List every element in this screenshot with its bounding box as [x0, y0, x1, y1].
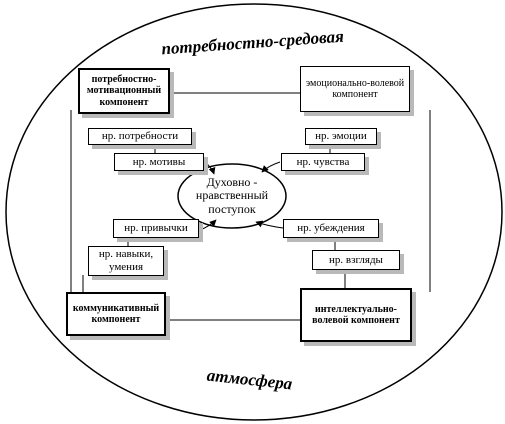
emotions-label: нр. эмоции [315, 130, 367, 143]
motives-label: нр. мотивы [132, 155, 186, 168]
communicative-label: коммуникативный компонент [72, 302, 160, 326]
motives-box: нр. мотивы [114, 153, 204, 171]
beliefs-label: нр. убеждения [297, 222, 365, 235]
need-motivation-component: потребностно-мотивационный компонент [78, 68, 170, 114]
views-label: нр. взгляды [329, 253, 383, 266]
communicative-component: коммуникативный компонент [66, 292, 166, 336]
emotional-volitional-label: эмоционально-волевой компонент [305, 77, 405, 101]
center-node: Духовно - нравственный поступок [178, 164, 286, 228]
arrow-motives [204, 161, 216, 175]
beliefs-box: нр. убеждения [283, 219, 379, 238]
intellectual-volitional-label: интеллектуально-волевой компонент [312, 303, 400, 327]
feelings-box: нр. чувства [281, 153, 365, 171]
bottom-label: атмосфера [206, 366, 294, 394]
needs-box: нр. потребности [88, 128, 192, 145]
need-motivation-label: потребностно-мотивационный компонент [86, 73, 162, 108]
outer-ellipse [5, 3, 503, 421]
habits-box: нр. привычки [113, 219, 199, 238]
emotions-box: нр. эмоции [305, 128, 377, 145]
skills-label: нр. навыки, умения [98, 248, 154, 273]
center-ellipse [177, 163, 287, 229]
intellectual-volitional-component: интеллектуально-волевой компонент [300, 288, 412, 342]
top-label: потребностно-средовая [161, 27, 345, 59]
arrow-habits [199, 219, 217, 231]
feelings-label: нр. чувства [296, 155, 350, 168]
arrow-feelings [261, 161, 281, 173]
needs-label: нр. потребности [101, 130, 179, 143]
skills-box: нр. навыки, умения [88, 246, 164, 276]
center-label: Духовно - нравственный поступок [195, 175, 269, 216]
views-box: нр. взгляды [312, 250, 400, 270]
emotional-volitional-component: эмоционально-волевой компонент [300, 66, 410, 112]
habits-label: нр. привычки [124, 222, 188, 235]
arrow-beliefs [255, 220, 284, 229]
